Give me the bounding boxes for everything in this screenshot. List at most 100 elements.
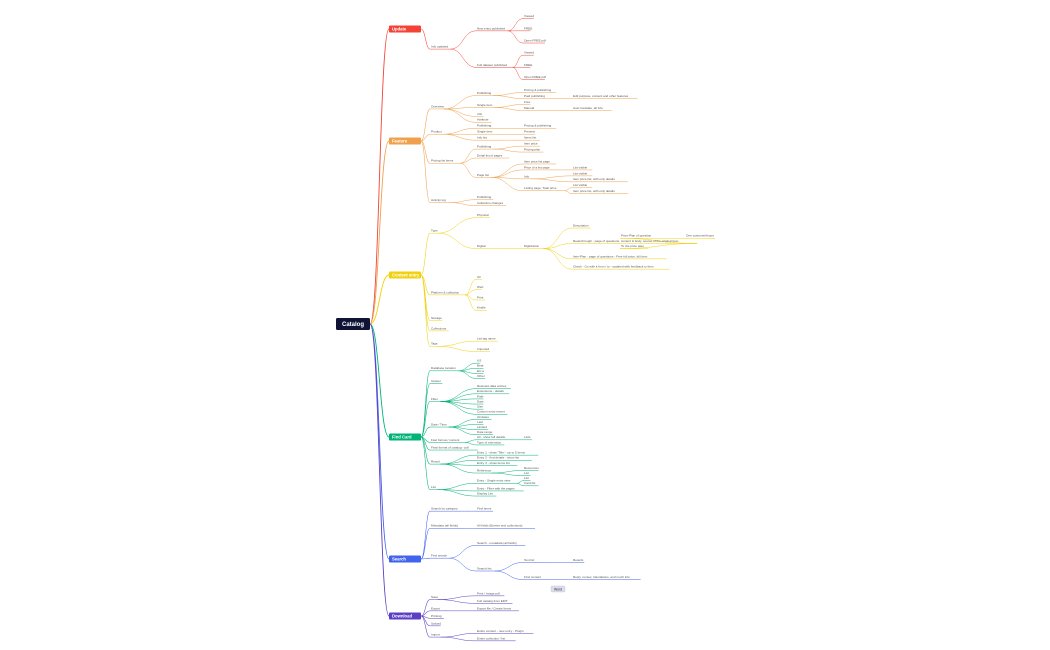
node-all-fields-entries-and-collections[interactable]: All fields (Entries and collections) bbox=[477, 524, 522, 528]
node-us[interactable]: US bbox=[477, 359, 481, 363]
node-pricing-publishing[interactable]: Pricing & publishing bbox=[524, 88, 551, 92]
node-path[interactable]: Path bbox=[477, 394, 484, 398]
node-database-location[interactable]: Database location bbox=[431, 366, 456, 370]
node-one-customer-buyer[interactable]: One customer/buyer bbox=[686, 234, 714, 238]
node-digitization[interactable]: Digitization bbox=[524, 244, 539, 248]
node-web[interactable]: Web bbox=[477, 285, 484, 289]
node-physical[interactable]: Physical bbox=[477, 213, 489, 217]
node-search-metadata-all-fields[interactable]: Search - metadata (all fields) bbox=[477, 541, 517, 545]
node-collections[interactable]: Collections bbox=[431, 326, 447, 330]
node-all[interactable]: All bbox=[477, 275, 481, 279]
node-upload[interactable]: Upload bbox=[431, 621, 441, 625]
node-description[interactable]: Description bbox=[573, 223, 589, 227]
node-manual[interactable]: Manual bbox=[524, 106, 534, 110]
node-item-price-list-page[interactable]: Item price list page bbox=[524, 159, 550, 163]
node-activity-log[interactable]: Activity log bbox=[431, 198, 446, 202]
node-overview[interactable]: Overview bbox=[431, 104, 445, 108]
node-storage[interactable]: Storage bbox=[431, 316, 442, 320]
node-date-time[interactable]: Date / Time bbox=[431, 422, 447, 426]
node-search-list[interactable]: Search list bbox=[477, 566, 492, 570]
node-filter[interactable]: Filter bbox=[431, 397, 438, 401]
branch-download[interactable]: Download bbox=[389, 612, 421, 620]
node-fast-format-content[interactable]: Fast format / content bbox=[431, 438, 460, 442]
node-full-dataset-published[interactable]: Full dataset published bbox=[477, 63, 507, 67]
node-pricing-plan[interactable]: Pricing plan bbox=[524, 147, 540, 151]
node-free[interactable]: FREE bbox=[524, 26, 532, 30]
node-relevant-data-entries[interactable]: Relevant data entries bbox=[477, 384, 507, 388]
node-item-price-list-with-only-details[interactable]: Item price list, with only details bbox=[573, 189, 615, 193]
node-kindle[interactable]: Kindle bbox=[477, 306, 486, 310]
node-printing[interactable]: Printing bbox=[431, 614, 442, 618]
node-page-list[interactable]: Page list bbox=[477, 173, 489, 177]
node-print-image-pdf[interactable]: Print / Image pdf bbox=[477, 591, 500, 595]
node-save[interactable]: Save bbox=[431, 595, 438, 599]
node-card-list[interactable]: Card list bbox=[524, 481, 535, 485]
node-text-list[interactable]: Text list bbox=[524, 558, 534, 562]
node-final-format-of-catalog-pdf[interactable]: Final format of catalog - pdf bbox=[431, 445, 469, 449]
node-info[interactable]: Info bbox=[477, 112, 482, 116]
node-beta[interactable]: Beta bbox=[477, 364, 484, 368]
node-item-plan-page-of-questions-free-full-pr[interactable]: Item-Plan - page of questions - Free ful… bbox=[573, 254, 648, 258]
node-date[interactable]: Date bbox=[477, 399, 484, 403]
node-price-plan-of-question[interactable]: Price-Plan of question bbox=[621, 234, 652, 238]
node-pricing-publishing[interactable]: Pricing & publishing bbox=[524, 124, 551, 128]
node-result[interactable]: Result bbox=[431, 460, 440, 464]
node-auto-translate-all-info[interactable]: Auto translate, all info bbox=[573, 106, 603, 110]
node-entire-collection-list[interactable]: Entire collection / list bbox=[477, 636, 505, 640]
node-digital[interactable]: Digital bbox=[477, 244, 486, 248]
node-price-of-a-list-page[interactable]: Price of a list page bbox=[524, 165, 550, 169]
branch-find-card[interactable]: Find Card bbox=[389, 433, 421, 441]
node-pricing-list-items[interactable]: Pricing list items bbox=[431, 159, 454, 163]
node-attribute[interactable]: Attribute bbox=[477, 118, 489, 122]
node-viewed[interactable]: Viewed bbox=[524, 51, 534, 55]
node-tags[interactable]: Tags bbox=[431, 342, 438, 346]
node-listing-page-total-price[interactable]: Listing page, Total price bbox=[524, 186, 557, 190]
node-date-range[interactable]: Date range bbox=[477, 430, 493, 434]
node-results[interactable]: Results bbox=[573, 558, 584, 562]
node-size[interactable]: Size bbox=[477, 405, 483, 409]
node-to-the-price-plan[interactable]: To the price plan bbox=[621, 244, 644, 248]
node-entry-filter-with-the-pages[interactable]: Entry - Filter with the pages bbox=[477, 486, 515, 490]
node-limited[interactable]: Limited bbox=[477, 425, 487, 429]
node-edit-purpose-content-and-other-features[interactable]: Edit purpose, content and other features bbox=[573, 94, 629, 98]
node-search-by-category[interactable]: Search by category bbox=[431, 507, 458, 511]
node-read-through-page-of-questions-content-b[interactable]: Read-through - page of questions, conten… bbox=[573, 239, 679, 243]
branch-content-entry[interactable]: Content entry bbox=[389, 271, 421, 279]
node-list-tag-name[interactable]: List tag name bbox=[477, 337, 496, 341]
node-product[interactable]: Product bbox=[431, 130, 442, 134]
node-open-free-pdf[interactable]: Open FREE pdf bbox=[524, 75, 546, 79]
node-print[interactable]: Print bbox=[477, 295, 484, 299]
branch-search[interactable]: Search bbox=[389, 555, 421, 563]
node-type[interactable]: Type bbox=[431, 229, 438, 233]
node-entire-content-new-entry-plugin[interactable]: Entire content - new entry - Plugin bbox=[477, 629, 524, 633]
node-publishing[interactable]: Publishing bbox=[477, 195, 492, 199]
node-info-list[interactable]: Info list bbox=[477, 136, 487, 140]
node-export-file-create-items[interactable]: Export file / Create Items bbox=[477, 606, 511, 610]
node-imported[interactable]: Imported bbox=[477, 347, 489, 351]
node-new-entry-published[interactable]: New entry published bbox=[477, 26, 505, 30]
node-eu-a[interactable]: EU a bbox=[477, 369, 484, 373]
node-reference[interactable]: Reference bbox=[477, 468, 492, 472]
node-platform-collection[interactable]: Platform & collection bbox=[431, 290, 459, 294]
node-items-list[interactable]: Items list bbox=[524, 136, 536, 140]
node-detail-list-of-pages[interactable]: Detail list of pages bbox=[477, 153, 503, 157]
node-custom-entry-recent[interactable]: Custom entry recent bbox=[477, 410, 505, 414]
node-find-items[interactable]: Find items bbox=[477, 507, 492, 511]
node-cluster[interactable]: Cluster bbox=[431, 379, 441, 383]
node-entry-single-entry-view[interactable]: Entry - Single entry view bbox=[477, 479, 511, 483]
node-entry-2-find-details-show-list[interactable]: Entry 2 - find details - show list bbox=[477, 456, 519, 460]
node-info-updated[interactable]: Info updated bbox=[431, 45, 448, 49]
node-all-dates[interactable]: All dates bbox=[477, 415, 489, 419]
node-display-list[interactable]: Display List bbox=[477, 491, 493, 495]
node-item-price[interactable]: Item price bbox=[524, 142, 538, 146]
node-metadata-all-fields[interactable]: Metadata (all fields) bbox=[431, 524, 458, 528]
note-box[interactable]: Word bbox=[550, 585, 566, 593]
node-list[interactable]: List bbox=[431, 485, 436, 489]
node-viewed[interactable]: Viewed bbox=[524, 14, 534, 18]
node-free[interactable]: FREE bbox=[524, 63, 532, 67]
node-publishing[interactable]: Publishing bbox=[477, 145, 492, 149]
node-full-catalog-from-edit[interactable]: Full catalog from EDIT bbox=[477, 599, 508, 603]
node-collection-changes[interactable]: Collection changes bbox=[477, 201, 504, 205]
root-node[interactable]: Catalog bbox=[336, 318, 370, 330]
node-import[interactable]: Import bbox=[431, 633, 440, 637]
